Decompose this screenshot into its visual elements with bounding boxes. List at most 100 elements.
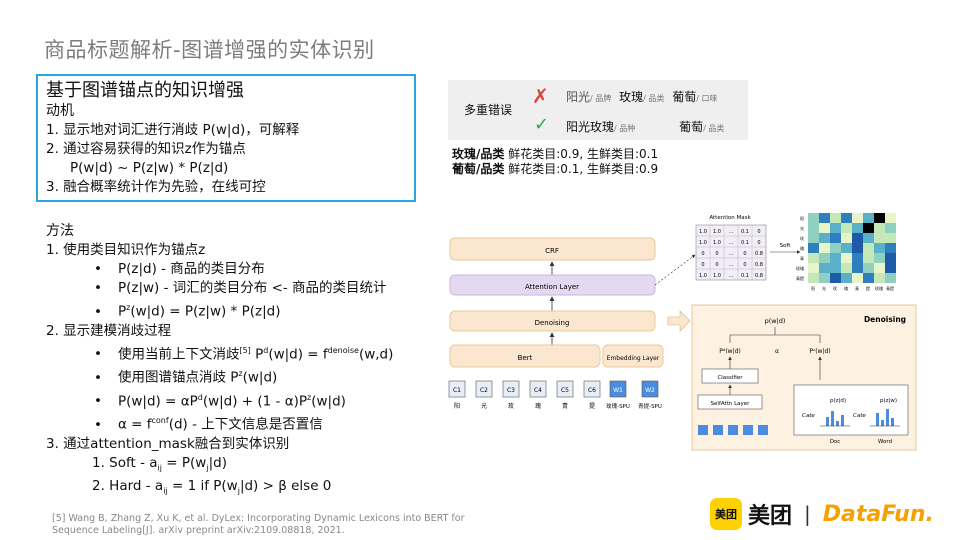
heatmap-cell <box>808 263 819 273</box>
heatmap-cell <box>885 243 896 253</box>
motivation-section: 基于图谱锚点的知识增强 动机 1. 显示地对词汇进行消歧 P(w|d)，可解释 … <box>46 76 299 197</box>
heatmap-row-label: 玫 <box>800 235 804 241</box>
method-bullet: α = fconf(d) - 上下文信息是否置信 <box>46 411 393 435</box>
pzw-label: p(z|w) <box>880 398 897 404</box>
mask-cell: ... <box>729 273 734 279</box>
classifier-box <box>701 368 759 384</box>
classifier-label: Classifier <box>717 375 743 381</box>
heatmap-col-label: 玫 <box>833 285 837 291</box>
reference: [5] Wang B, Zhang Z, Xu K, et al. DyLex:… <box>52 513 465 536</box>
motivation-formula: P(w|d) ~ P(z|w) * P(z|d) <box>70 160 229 176</box>
cate-label: Cate <box>802 413 815 419</box>
method-bullet: P(z|d) - 商品的类目分布 <box>46 260 393 279</box>
soft-label: Soft <box>780 243 792 249</box>
bert-layer <box>449 344 601 368</box>
heatmap-cell <box>863 243 874 253</box>
heatmap-cell <box>841 223 852 233</box>
crf-layer <box>449 237 656 261</box>
heatmap-cell <box>808 233 819 243</box>
meituan-logo-icon: 美团 <box>710 498 742 530</box>
token-label: W2 <box>645 387 655 394</box>
mask-cell: 0 <box>715 251 718 257</box>
mask-cell: ... <box>729 251 734 257</box>
mask-cell: 0 <box>715 262 718 268</box>
pwd-label: p(w|d) <box>765 317 786 325</box>
token-label: C4 <box>534 387 542 394</box>
heatmap-cell <box>830 213 841 223</box>
heatmap-row-label: 青提 <box>796 275 804 281</box>
mask-cell: 0.1 <box>741 273 749 279</box>
right-arrow-icon <box>667 310 691 332</box>
heatmap-cell <box>852 273 863 283</box>
mask-cell: 0 <box>743 251 746 257</box>
heatmap-cell <box>885 233 896 243</box>
heatmap-cell <box>808 273 819 283</box>
char-label: 青 <box>562 402 568 410</box>
heatmap-cell <box>863 253 874 263</box>
mask-cell: 0.8 <box>755 262 763 268</box>
heatmap-cell <box>808 223 819 233</box>
heatmap-row-label: 瑰 <box>800 245 804 251</box>
motivation-heading: 基于图谱锚点的知识增强 <box>46 80 244 101</box>
cate-label: Cate <box>853 413 866 419</box>
method-item-1: 1. 使用类目知识作为锚点z <box>46 242 206 258</box>
input-token-row <box>698 425 768 435</box>
heatmap-col-label: 阳 <box>811 285 815 291</box>
category-stat-row: 玫瑰/品类 鲜花类目:0.9, 生鲜类目:0.1 <box>452 147 659 161</box>
heatmap-cell <box>819 253 830 263</box>
heatmap-cell <box>819 273 830 283</box>
method-soft: 1. Soft - aij = P(wj|d) <box>92 454 227 473</box>
heatmap-cell <box>830 243 841 253</box>
token-label: C1 <box>453 387 461 394</box>
heatmap-col-label: 玫瑰 <box>875 285 883 291</box>
token-label: W1 <box>613 387 623 394</box>
heatmap-cell <box>852 223 863 233</box>
heatmap-cell <box>830 273 841 283</box>
mask-cell: ... <box>729 262 734 268</box>
mask-cell: 1.0 <box>713 273 721 279</box>
error-row-right: 阳光玫瑰/ 品种 葡萄/ 品类 <box>566 120 725 134</box>
token-row: C1 C2 C3 C4 C5 C6 W1 W2 阳 光 玫 瑰 青 提 玫瑰-S… <box>448 380 662 410</box>
method-bullet: P(w|d) = αPd(w|d) + (1 - α)Pz(w|d) <box>46 388 393 412</box>
meituan-logo-text: 美团 <box>748 504 793 529</box>
method-section: 方法 1. 使用类目知识作为锚点z P(z|d) - 商品的类目分布 P(z|w… <box>46 222 393 501</box>
heatmap-col-label: 青提 <box>886 285 894 291</box>
mask-cell: 1.0 <box>713 229 721 235</box>
embedding-layer-label: Embedding Layer <box>607 355 660 362</box>
logo-bar: 美团 美团 | DataFun. <box>710 498 934 530</box>
crf-label: CRF <box>545 247 559 255</box>
mask-cell: 1.0 <box>713 240 721 246</box>
token-label: C5 <box>561 387 569 394</box>
alpha-label: α <box>775 348 779 355</box>
token-label: C2 <box>480 387 488 394</box>
heatmap-cell <box>841 263 852 273</box>
heatmap-cell <box>863 213 874 223</box>
method-heading: 方法 <box>46 223 74 239</box>
motivation-subheading: 动机 <box>46 103 74 119</box>
heatmap-cell <box>874 243 885 253</box>
heatmap-col-label: 提 <box>866 285 870 291</box>
pz-label: Pᶻ(w|d) <box>809 348 830 355</box>
heatmap-cell <box>874 233 885 243</box>
heatmap-cell <box>874 273 885 283</box>
heatmap-row-label: 阳 <box>800 215 804 221</box>
cross-icon: ✗ <box>532 84 549 108</box>
category-stats: 玫瑰/品类 鲜花类目:0.9, 生鲜类目:0.1 葡萄/品类 鲜花类目:0.1,… <box>452 147 658 177</box>
heatmap-cell <box>852 243 863 253</box>
token-label: C6 <box>588 387 596 394</box>
heatmap-cell <box>863 233 874 243</box>
embedding-layer <box>602 344 664 368</box>
error-example-box: 多重错误 ✗ 阳光/ 品牌 玫瑰/ 品类 葡萄/ 口味 ✓ 阳光玫瑰/ 品种 葡… <box>448 80 748 140</box>
heatmap-cell <box>874 223 885 233</box>
heatmap-cell <box>885 213 896 223</box>
motivation-item-3: 3. 融合概率统计作为先验，在线可控 <box>46 179 266 195</box>
mask-cell: 0 <box>757 229 760 235</box>
heatmap-cell <box>830 253 841 263</box>
mask-cell: 0.1 <box>741 229 749 235</box>
error-row-wrong: 阳光/ 品牌 玫瑰/ 品类 葡萄/ 口味 <box>566 90 718 104</box>
prior-bars <box>826 409 894 426</box>
denoising-label: Denoising <box>535 319 570 327</box>
page-title: 商品标题解析-图谱增强的实体识别 <box>44 38 375 62</box>
mask-cell: 0.8 <box>755 273 763 279</box>
heatmap-cell <box>819 243 830 253</box>
